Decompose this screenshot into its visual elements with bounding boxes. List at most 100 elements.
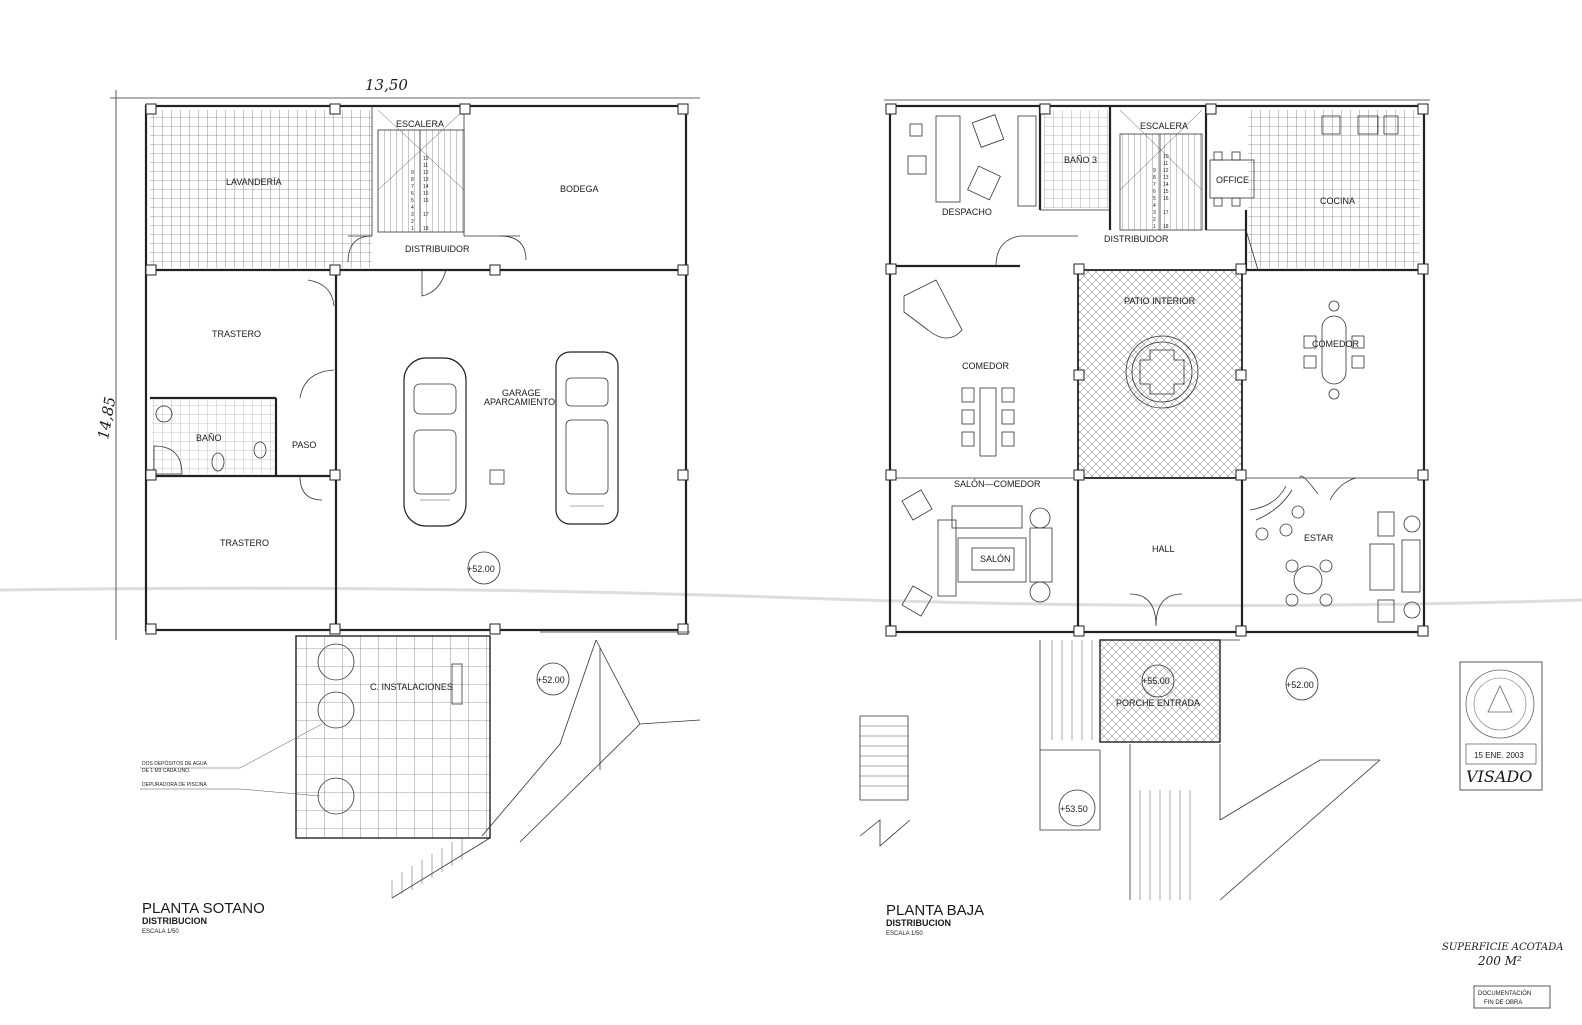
svg-text:13: 13 [423,177,429,183]
installations-room [295,635,491,839]
svg-text:5: 5 [1153,196,1156,202]
svg-text:15: 15 [1163,189,1169,195]
stamp-date: 15 ENE. 2003 [1474,751,1524,760]
svg-text:18: 18 [423,226,429,232]
svg-text:10: 10 [1163,154,1169,160]
car-right [555,351,619,525]
room-label-aparcamiento: APARCAMIENTO [484,397,555,407]
svg-text:18: 18 [1163,224,1169,230]
svg-text:7: 7 [411,184,414,190]
ground-stair-numbers: 1 2 3 4 5 6 7 8 9 10 11 12 13 14 15 16 1… [1153,154,1169,230]
basement-stair [377,129,465,233]
svg-text:17: 17 [423,212,429,218]
porche-entrada-paving [1099,639,1221,743]
laundry-tile-floor [150,110,372,268]
ground-labels: DESPACHO BAÑO 3 ESCALERA OFFICE COCINA D… [886,121,1360,937]
ground-stair [1119,133,1203,231]
svg-text:7: 7 [1153,182,1156,188]
svg-text:12: 12 [1163,168,1169,174]
annotation-line2: 200 M² [1477,954,1522,968]
room-label-comedor-right: COMEDOR [1312,339,1360,349]
ground-subtitle: DISTRIBUCION [886,918,951,928]
doc-box-line1: DOCUMENTACIÓN [1478,990,1531,997]
annotation-line1: SUPERFICIE ACOTADA [1442,942,1563,953]
room-label-bano3: BAÑO 3 [1064,155,1097,165]
room-label-escalera-ground: ESCALERA [1140,121,1188,131]
room-label-distribuidor-basement: DISTRIBUIDOR [405,244,470,254]
visado-stamp: 15 ENE. 2003 VISADO [1459,661,1543,791]
svg-text:1: 1 [411,226,414,232]
kitchen-tile-floor [1248,110,1420,268]
room-label-trastero-top: TRASTERO [212,329,261,339]
room-label-distribuidor-ground: DISTRIBUIDOR [1104,234,1169,244]
svg-text:17: 17 [1163,210,1169,216]
basement-plan: 13,50 14,85 [94,76,701,899]
room-label-patio: PATIO INTERIOR [1124,296,1196,306]
svg-text:6: 6 [411,191,414,197]
svg-text:8: 8 [411,177,414,183]
basement-subtitle: DISTRIBUCION [142,916,207,926]
note-pool: DEPURADORA DE PISCINA [142,782,207,788]
basement-columns [145,103,689,635]
room-label-trastero-bottom: TRASTERO [220,538,269,548]
room-label-instalaciones: C. INSTALACIONES [370,682,453,692]
svg-text:11: 11 [423,163,428,169]
stamp-visado: VISADO [1466,767,1532,786]
svg-text:16: 16 [423,198,429,204]
bath3-tile-floor [1044,110,1108,208]
svg-text:14: 14 [423,184,429,190]
basement-scale: ESCALA 1/50 [142,929,179,935]
svg-text:9: 9 [411,170,414,176]
room-label-salon: SALÓN [980,554,1011,564]
svg-text:12: 12 [423,170,429,176]
room-label-estar: ESTAR [1304,533,1334,543]
svg-text:5: 5 [411,198,414,204]
svg-text:1: 1 [1153,224,1156,230]
svg-text:9: 9 [1153,168,1156,174]
ground-columns [885,103,1429,637]
svg-text:8: 8 [1153,175,1156,181]
level-mark-lower: +53.50 [1060,804,1088,814]
svg-text:13: 13 [1163,175,1169,181]
room-label-garage: GARAGE [502,388,541,398]
level-mark-garden: +52.00 [1286,680,1314,690]
room-label-despacho: DESPACHO [942,207,992,217]
svg-text:3: 3 [1153,210,1156,216]
svg-text:4: 4 [1153,203,1156,209]
level-mark-porche: +55.00 [1142,676,1170,686]
room-label-bano: BAÑO [196,433,222,443]
svg-text:10: 10 [423,156,429,162]
ground-title: PLANTA BAJA [886,902,984,919]
svg-text:11: 11 [1163,161,1168,167]
car-left [403,357,467,527]
room-label-cocina: COCINA [1320,196,1355,206]
bath-tile-floor [152,400,274,474]
svg-text:14: 14 [1163,182,1169,188]
svg-text:15: 15 [423,191,429,197]
basement-title: PLANTA SOTANO [142,900,265,917]
svg-text:3: 3 [411,212,414,218]
level-mark-ramp: +52.00 [537,675,565,685]
room-label-porche: PORCHE ENTRADA [1116,698,1200,708]
note-tanks-2: DE 1 M3 CADA UNO. [142,768,190,774]
room-label-comedor-left: COMEDOR [962,361,1010,371]
svg-text:6: 6 [1153,189,1156,195]
paper-fold-crease [0,586,1582,608]
level-mark-garage: +52.00 [467,564,495,574]
svg-text:4: 4 [411,205,414,211]
svg-text:2: 2 [1153,217,1156,223]
dim-width-label: 13,50 [365,76,408,94]
ground-scale: ESCALA 1/50 [886,931,923,937]
doc-box-line2: FIN DE OBRA [1484,1000,1522,1006]
room-label-paso: PASO [292,440,316,450]
svg-text:2: 2 [411,219,414,225]
room-label-office: OFFICE [1216,175,1249,185]
room-label-escalera-basement: ESCALERA [396,119,444,129]
room-label-lavanderia: LAVANDERÍA [226,177,282,187]
room-label-bodega: BODEGA [560,184,599,194]
note-tanks-1: DOS DEPÓSITOS DE AGUA [142,760,208,767]
svg-text:16: 16 [1163,196,1169,202]
basement-labels: LAVANDERÍA ESCALERA BODEGA DISTRIBUIDOR … [142,119,599,935]
basement-stair-numbers: 1 2 3 4 5 6 7 8 9 10 11 12 13 14 15 16 1… [411,156,429,232]
